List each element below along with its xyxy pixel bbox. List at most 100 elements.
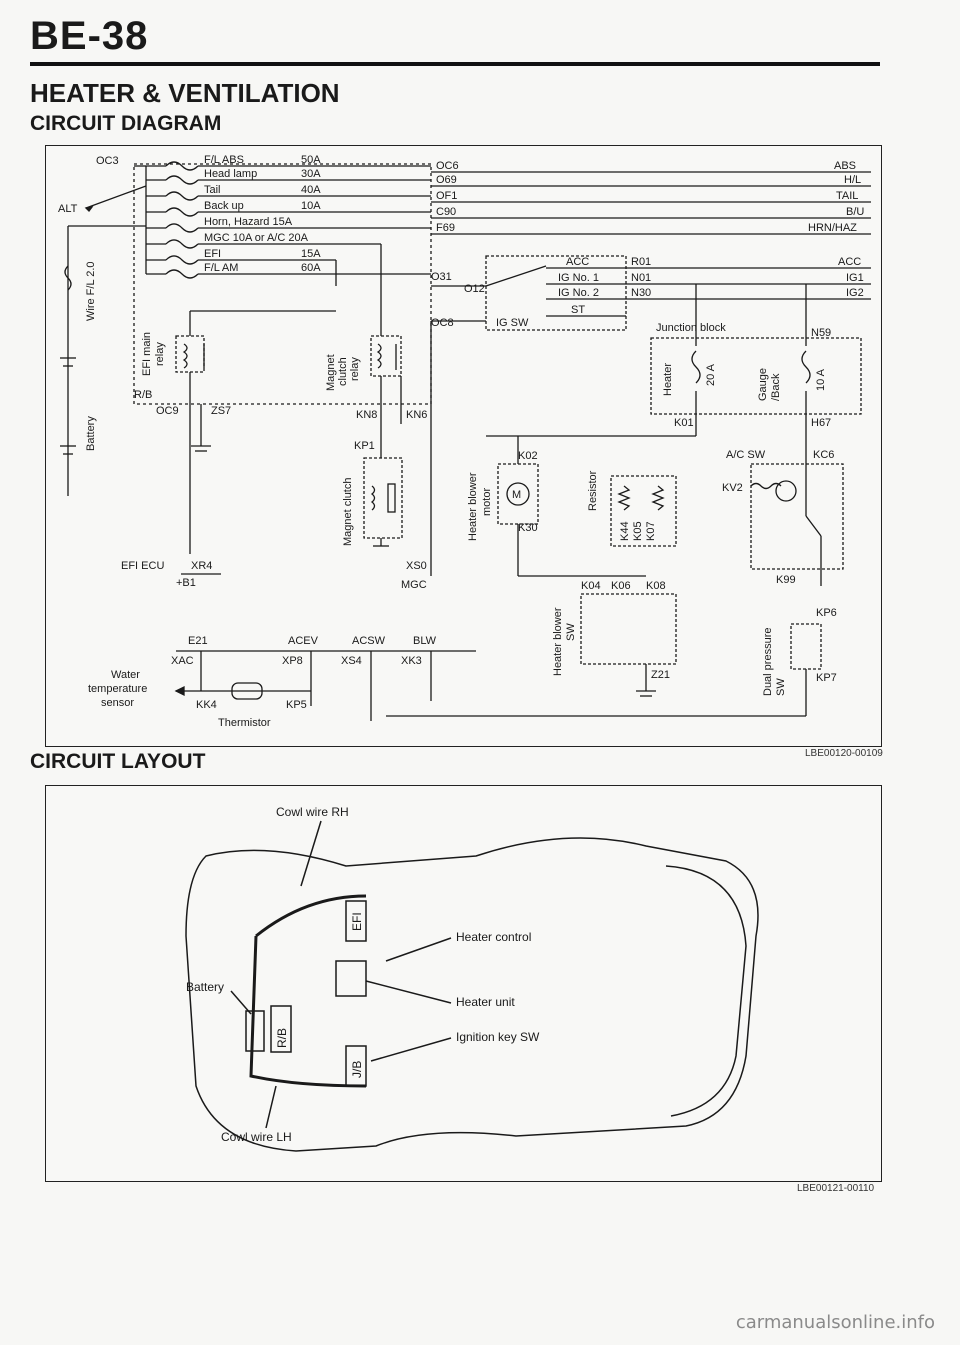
battery-box <box>245 1010 265 1052</box>
fuse-row-fl-abs: F/L ABS 50A <box>146 154 431 171</box>
label-z21: Z21 <box>651 669 670 681</box>
label-h67: H67 <box>811 417 831 429</box>
page-number: BE-38 <box>30 14 149 58</box>
label-rb-layout: R/B <box>275 1028 289 1048</box>
junction-block <box>650 337 862 415</box>
rear-window <box>665 865 747 1117</box>
label-o12: O12 <box>464 283 485 295</box>
label-xs4: XS4 <box>341 655 362 667</box>
wire-hl: H/L <box>844 174 861 186</box>
label-heater-control: Heater control <box>456 930 531 944</box>
watermark: carmanualsonline.info <box>735 1312 935 1333</box>
svg-text:40A: 40A <box>301 184 321 196</box>
ac-indicator <box>775 480 797 502</box>
svg-text:MGC 10A or A/C 20A: MGC 10A or A/C 20A <box>204 232 309 244</box>
label-k08: K08 <box>646 580 666 592</box>
fuse-row-fl-am: F/L AM 60A <box>146 262 431 279</box>
label-efi: EFI <box>350 912 364 931</box>
magnet-clutch-relay <box>370 335 402 377</box>
svg-text:Horn, Hazard 15A: Horn, Hazard 15A <box>204 216 293 228</box>
circuit-diagram: OC3 F/L ABS 50A Head lamp 30A Tail 40A B… <box>45 145 882 747</box>
fuse-row-horn-hazard: Horn, Hazard 15A <box>146 216 431 233</box>
label-k06: K06 <box>611 580 631 592</box>
label-thermistor: Thermistor <box>218 717 271 729</box>
motor-icon <box>506 482 530 506</box>
label-k02: K02 <box>518 450 538 462</box>
header-rule <box>30 62 880 66</box>
label-acev: ACEV <box>288 635 319 647</box>
label-heater-unit: Heater unit <box>456 995 515 1009</box>
ac-switch <box>750 463 844 570</box>
svg-text:15A: 15A <box>301 248 321 260</box>
label-back: /Back <box>770 373 782 401</box>
label-gauge: Gauge <box>757 368 769 401</box>
label-blower-sw-sw: SW <box>565 623 577 641</box>
wire-bu: B/U <box>846 206 864 218</box>
label-magnet: Magnet <box>325 354 337 391</box>
conn-o69: O69 <box>436 174 457 186</box>
wire-tail: TAIL <box>836 190 858 202</box>
ign-st: ST <box>571 304 585 316</box>
efi-main-relay <box>175 335 205 373</box>
figure-code-layout: LBE00121-00110 <box>797 1183 875 1194</box>
svg-text:Back up: Back up <box>204 200 244 212</box>
svg-text:Tail: Tail <box>204 184 221 196</box>
conn-n01: N01 <box>631 272 651 284</box>
label-e21: E21 <box>188 635 208 647</box>
label-kv2: KV2 <box>722 482 743 494</box>
wire-ig1: IG1 <box>846 272 864 284</box>
label-battery-layout: Battery <box>186 980 224 994</box>
svg-text:F/L AM: F/L AM <box>204 262 238 274</box>
conn-c90: C90 <box>436 206 456 218</box>
svg-text:10A: 10A <box>301 200 321 212</box>
label-oc8: OC8 <box>431 317 454 329</box>
conn-of1: OF1 <box>436 190 457 202</box>
label-blw: BLW <box>413 635 437 647</box>
label-k04: K04 <box>581 580 601 592</box>
wire-abs: ABS <box>834 160 856 172</box>
dual-pressure-switch <box>790 623 822 670</box>
label-dual-pressure: Dual pressure <box>762 628 774 696</box>
label-temperature: temperature <box>88 683 147 695</box>
thermistor <box>231 682 263 700</box>
fuse-row-back-up: Back up 10A <box>146 200 431 217</box>
fuse-row-mgc: MGC 10A or A/C 20A <box>146 232 382 311</box>
label-b1: +B1 <box>176 577 196 589</box>
rb-box <box>270 1005 292 1053</box>
label-resistor: Resistor <box>587 470 599 511</box>
relay-block-outline <box>133 163 432 405</box>
efi-box <box>345 900 367 942</box>
conn-n30: N30 <box>631 287 651 299</box>
label-kp1: KP1 <box>354 440 375 452</box>
label-mgc: MGC <box>401 579 427 591</box>
page-title: HEATER & VENTILATION <box>30 78 340 108</box>
label-kp7: KP7 <box>816 672 837 684</box>
label-efi-relay: relay <box>154 342 166 366</box>
label-efi-ecu: EFI ECU <box>121 560 164 572</box>
conn-r01: R01 <box>631 256 651 268</box>
label-k07: K07 <box>645 521 657 541</box>
wire-ig2: IG2 <box>846 287 864 299</box>
heater-blower-switch <box>580 593 677 665</box>
label-k44: K44 <box>619 521 631 541</box>
label-magnet-clutch: Magnet clutch <box>342 478 354 546</box>
label-xk3: XK3 <box>401 655 422 667</box>
ign-ig2: IG No. 2 <box>558 287 599 299</box>
label-heater-blower: Heater blower <box>467 472 479 541</box>
label-o31: O31 <box>431 271 452 283</box>
label-water: Water <box>111 669 140 681</box>
label-10a: 10 A <box>815 368 827 391</box>
svg-text:F/L ABS: F/L ABS <box>204 154 244 166</box>
label-wire-fl: Wire F/L 2.0 <box>85 262 97 322</box>
svg-text:Head lamp: Head lamp <box>204 168 257 180</box>
label-acsw: ACSW <box>352 635 386 647</box>
label-kk4: KK4 <box>196 699 217 711</box>
label-k01: K01 <box>674 417 694 429</box>
conn-oc6: OC6 <box>436 160 459 172</box>
fuse-row-head-lamp: Head lamp 30A <box>146 168 431 185</box>
label-20a: 20 A <box>705 363 717 386</box>
label-k30: K30 <box>518 522 538 534</box>
label-kn8: KN8 <box>356 409 377 421</box>
label-oc3: OC3 <box>96 155 119 167</box>
wiring-harness <box>249 894 367 1088</box>
